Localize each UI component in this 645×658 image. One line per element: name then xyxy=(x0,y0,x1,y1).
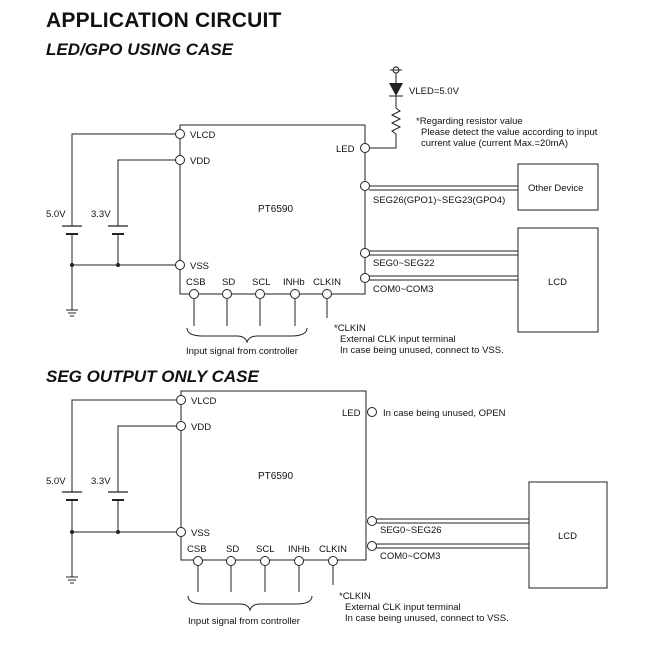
pin-label-com: COM0~COM3 xyxy=(380,551,440,562)
pin-label-scl: SCL xyxy=(252,277,270,288)
resistor-note-line3: current value (current Max.=20mA) xyxy=(421,138,568,149)
input-signal-brace xyxy=(187,595,313,612)
pin-label-vlcd: VLCD xyxy=(191,396,216,407)
pin-vdd xyxy=(176,421,186,431)
pin-label-seg: SEG0~SEG22 xyxy=(373,258,435,269)
circuit-seg-only: PT6590 5.0V 3.3V VLCD VDD VSS LED In cas… xyxy=(46,390,608,627)
pin-scl xyxy=(260,556,270,566)
pin-label-vss: VSS xyxy=(191,528,210,539)
section-heading-led-gpo: LED/GPO USING CASE xyxy=(46,40,234,59)
chip-label: PT6590 xyxy=(258,471,293,482)
pin-label-inhb: INHb xyxy=(288,544,310,555)
pin-led xyxy=(367,407,377,417)
pin-com xyxy=(367,541,377,551)
ground-symbol xyxy=(66,309,78,317)
lcd-label: LCD xyxy=(548,277,567,288)
circuit-led-gpo: PT6590 5.0V 3.3V VLCD VDD VSS LED xyxy=(46,66,599,357)
pin-label-inhb: INHb xyxy=(283,277,305,288)
pin-label-vss: VSS xyxy=(190,261,209,272)
lcd-label: LCD xyxy=(558,531,577,542)
pin-label-vdd: VDD xyxy=(191,422,211,433)
pin-label-led: LED xyxy=(342,408,361,419)
pin-vdd xyxy=(175,155,185,165)
chip-label: PT6590 xyxy=(258,204,293,215)
pin-seg xyxy=(360,248,370,258)
input-signal-brace xyxy=(186,327,308,344)
pin-gpo xyxy=(360,181,370,191)
pin-clkin xyxy=(328,556,338,566)
other-device-box xyxy=(517,163,599,211)
clk-note-line3: In case being unused, connect to VSS. xyxy=(340,345,504,356)
pin-vss xyxy=(175,260,185,270)
pin-label-vlcd: VLCD xyxy=(190,130,215,141)
input-caption: Input signal from controller xyxy=(186,346,298,357)
pin-label-sd: SD xyxy=(226,544,239,555)
pin-clkin xyxy=(322,289,332,299)
pin-label-led: LED xyxy=(336,144,355,155)
clk-note-line1: *CLKIN xyxy=(334,323,366,334)
battery-3v-label: 3.3V xyxy=(91,476,111,487)
input-caption: Input signal from controller xyxy=(188,616,300,627)
pin-vlcd xyxy=(175,129,185,139)
clk-note-line2: External CLK input terminal xyxy=(340,334,456,345)
pt6590-chip xyxy=(179,124,366,295)
pin-led xyxy=(360,143,370,153)
pin-label-csb: CSB xyxy=(187,544,207,555)
pin-label-vdd: VDD xyxy=(190,156,210,167)
pin-csb xyxy=(189,289,199,299)
pin-csb xyxy=(193,556,203,566)
clk-note-line1: *CLKIN xyxy=(339,591,371,602)
pin-sd xyxy=(226,556,236,566)
battery-3v-label: 3.3V xyxy=(91,209,111,220)
pin-sd xyxy=(222,289,232,299)
clk-note-line3: In case being unused, connect to VSS. xyxy=(345,613,509,624)
battery-5v-label: 5.0V xyxy=(46,209,66,220)
resistor-note-line1: *Regarding resistor value xyxy=(416,116,523,127)
pin-vss xyxy=(176,527,186,537)
pin-label-gpo: SEG26(GPO1)~SEG23(GPO4) xyxy=(373,195,505,206)
current-limit-resistor xyxy=(390,107,402,135)
lcd-box xyxy=(517,227,599,333)
pin-label-com: COM0~COM3 xyxy=(373,284,433,295)
resistor-note-line2: Please detect the value according to inp… xyxy=(421,127,598,138)
pin-scl xyxy=(255,289,265,299)
pin-inhb xyxy=(294,556,304,566)
pin-label-scl: SCL xyxy=(256,544,274,555)
ground-symbol xyxy=(66,576,78,584)
pin-vlcd xyxy=(176,395,186,405)
pin-label-csb: CSB xyxy=(186,277,206,288)
pin-inhb xyxy=(290,289,300,299)
led-unused-note: In case being unused, OPEN xyxy=(383,408,506,419)
pin-seg xyxy=(367,516,377,526)
clk-note-line2: External CLK input terminal xyxy=(345,602,461,613)
pt6590-chip xyxy=(180,390,367,561)
pin-label-clkin: CLKIN xyxy=(319,544,347,555)
pin-label-seg: SEG0~SEG26 xyxy=(380,525,442,536)
section-heading-seg-only: SEG OUTPUT ONLY CASE xyxy=(46,367,259,386)
page-title: APPLICATION CIRCUIT xyxy=(46,9,282,32)
led-diode-symbol xyxy=(389,83,403,97)
vled-label: VLED=5.0V xyxy=(409,86,460,97)
pin-label-sd: SD xyxy=(222,277,235,288)
pin-com xyxy=(360,273,370,283)
lcd-box xyxy=(528,481,608,589)
battery-5v-label: 5.0V xyxy=(46,476,66,487)
pin-label-clkin: CLKIN xyxy=(313,277,341,288)
other-device-label: Other Device xyxy=(528,183,583,194)
